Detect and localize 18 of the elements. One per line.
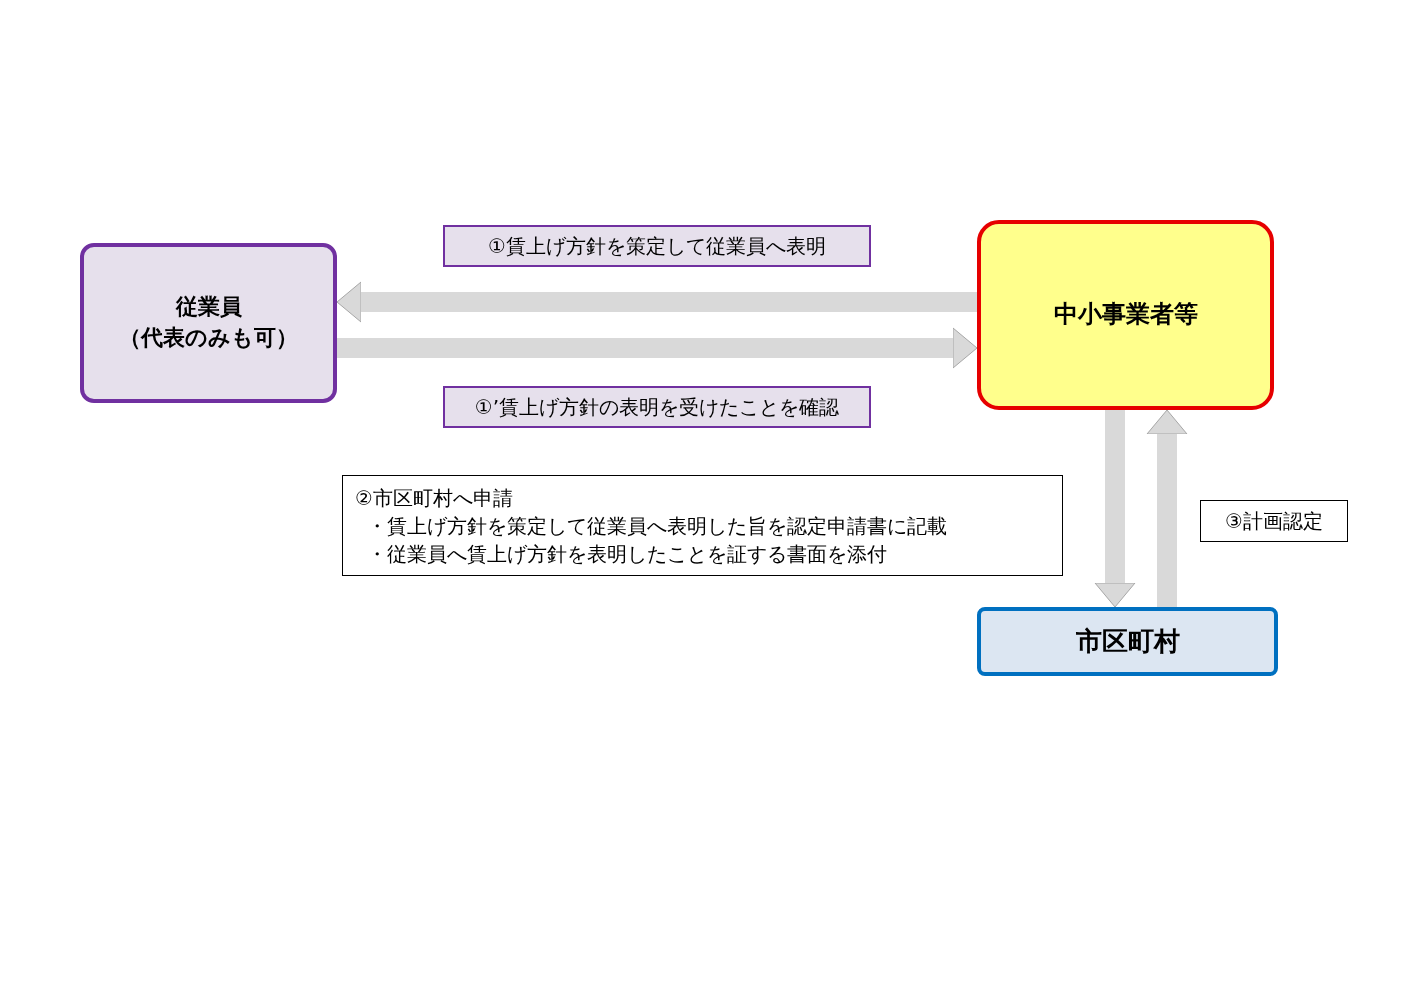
note-box [342,475,1063,576]
edge-label: ①賃上げ方針を策定して従業員へ表明 [443,225,871,267]
entity-label: 中小事業者等 [1053,299,1198,331]
entity-label: （代表のみも可） [119,324,298,352]
entity-box [977,607,1278,676]
block-arrow [336,281,977,323]
block-arrow [1094,410,1136,608]
entity-box [80,243,337,403]
entity-box [977,220,1274,410]
entity-label: 従業員 [175,293,242,322]
edge-label: ③計画認定 [1200,500,1348,542]
edge-label: ①’賃上げ方針の表明を受けたことを確認 [443,386,871,428]
block-arrow [337,327,978,369]
entity-label: 市区町村 [1075,625,1180,659]
bullet-text: ・賃上げ方針を策定して従業員へ表明した旨を認定申請書に記載 [366,512,947,540]
bullet-text: ・従業員へ賃上げ方針を表明したことを証する書面を添付 [366,540,887,568]
note-heading: ②市区町村へ申請 [355,484,513,512]
block-arrow [1146,409,1188,607]
